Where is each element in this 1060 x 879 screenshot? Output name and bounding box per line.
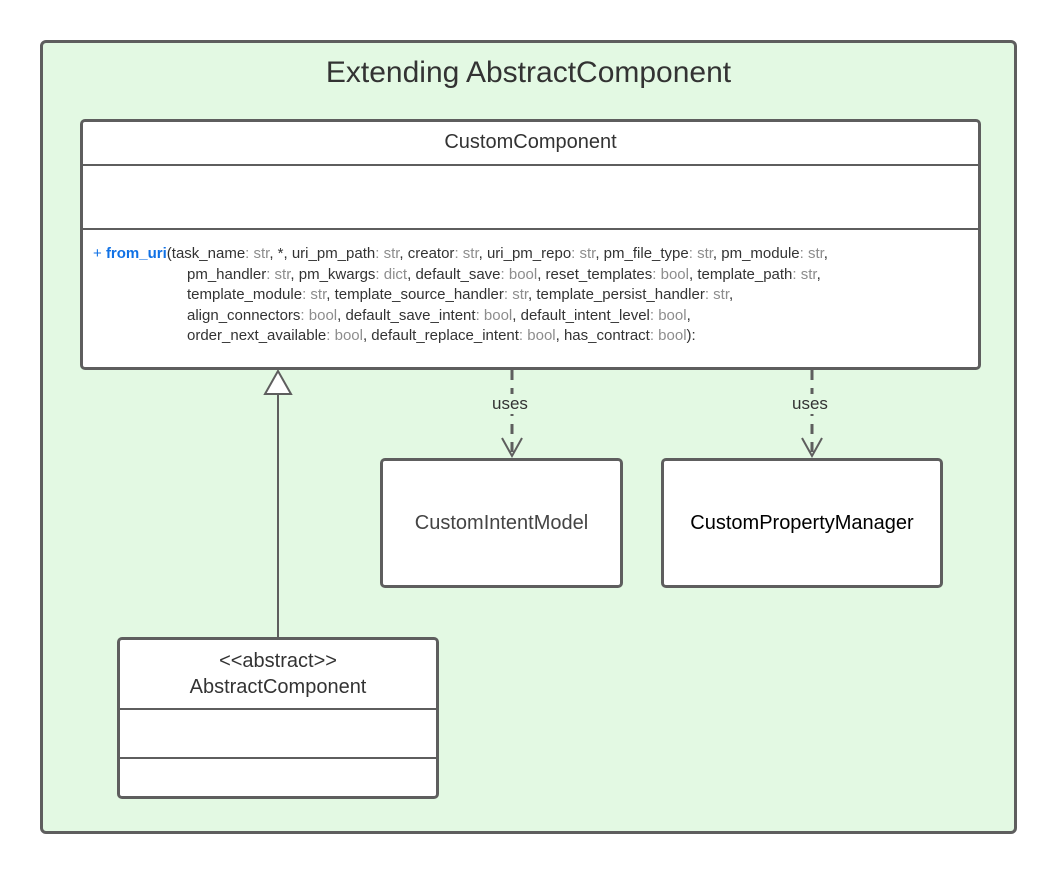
parameter-text: , <box>816 265 821 283</box>
parameter-type: : bool <box>300 306 338 324</box>
diagram-title: Extending AbstractComponent <box>325 56 732 89</box>
parameter-type: : str <box>375 245 400 262</box>
parameter-type: : bool <box>649 327 687 344</box>
parameter-type: : str <box>704 286 729 303</box>
parameter-text: , reset_templates <box>537 265 653 283</box>
parameter-type: : bool <box>500 265 538 283</box>
parameter-type: : bool <box>475 306 513 324</box>
parameter-type: : str <box>454 245 479 262</box>
operations-compartment <box>120 757 436 796</box>
parameter-text: , template_persist_handler <box>528 286 705 303</box>
parameter-type: : str <box>266 265 291 283</box>
dependency-arrowhead-property <box>801 437 823 459</box>
parameter-text: , has_contract <box>555 327 650 344</box>
parameter-text: , default_save <box>407 265 501 283</box>
parameter-type: : str <box>792 265 817 283</box>
parameter-type: : str <box>245 245 270 262</box>
parameter-text: , template_path <box>688 265 793 283</box>
parameter-type: : bool <box>652 265 689 283</box>
operations-compartment: + from_uri(task_name: str, *, uri_pm_pat… <box>83 228 978 347</box>
class-abstract-component[interactable]: <<abstract>> AbstractComponent <box>117 637 439 799</box>
parameter-type: : str <box>688 245 713 262</box>
parameter-text: , creator <box>399 245 455 262</box>
parameter-list: order_next_available: bool, default_repl… <box>93 326 968 347</box>
dependency-arrowhead-intent <box>501 437 523 459</box>
parameter-text: , default_replace_intent <box>362 327 519 344</box>
class-custom-intent-model[interactable]: CustomIntentModel <box>380 458 623 588</box>
attributes-compartment <box>120 708 436 757</box>
stereotype-label: <<abstract>> <box>219 650 337 672</box>
parameter-type: : bool <box>326 327 363 344</box>
class-custom-property-manager[interactable]: CustomPropertyManager <box>661 458 943 588</box>
parameter-text: , pm_module <box>712 245 800 262</box>
parameter-text: ): <box>686 327 696 344</box>
class-name: AbstractComponent <box>189 676 367 698</box>
visibility-marker: + <box>93 245 102 262</box>
parameter-text: , default_intent_level <box>512 306 650 324</box>
parameter-text: , *, uri_pm_path <box>269 245 376 262</box>
class-name: CustomComponent <box>444 131 617 153</box>
uses-label-property: uses <box>790 394 830 414</box>
parameter-type: : str <box>503 286 529 303</box>
parameter-type: : dict <box>375 265 408 283</box>
parameter-text: , <box>686 306 691 324</box>
parameter-list: align_connectors: bool, default_save_int… <box>93 306 968 327</box>
parameter-text: , pm_kwargs <box>290 265 376 283</box>
parameter-text: , <box>823 245 828 262</box>
uses-label-intent: uses <box>490 394 530 414</box>
class-header: <<abstract>> AbstractComponent <box>120 640 436 708</box>
class-custom-component[interactable]: CustomComponent + from_uri(task_name: st… <box>80 119 981 370</box>
parameter-type: : str <box>302 286 327 303</box>
parameter-type: : bool <box>518 327 556 344</box>
parameter-text: order_next_available <box>187 327 327 344</box>
class-name: CustomPropertyManager <box>690 511 914 534</box>
parameter-list: template_module: str, template_source_ha… <box>93 285 968 306</box>
parameter-text: , pm_file_type <box>595 245 689 262</box>
operation-name: from_uri <box>105 245 167 262</box>
class-name: CustomIntentModel <box>414 511 589 534</box>
parameter-text: template_module <box>187 286 303 303</box>
parameter-text: align_connectors <box>187 306 301 324</box>
parameter-text: , <box>729 286 734 303</box>
parameter-text: pm_handler <box>187 265 267 283</box>
parameter-type: : str <box>799 245 824 262</box>
parameter-text: ( <box>166 245 172 262</box>
parameter-text: task_name <box>171 245 246 262</box>
parameter-list: pm_handler: str, pm_kwargs: dict, defaul… <box>93 265 968 286</box>
parameter-list: (task_name: str, *, uri_pm_path: str, cr… <box>167 245 828 262</box>
parameter-text: , template_source_handler <box>326 286 504 303</box>
parameter-text: , uri_pm_repo <box>478 245 572 262</box>
operation-signature-line: + from_uri(task_name: str, *, uri_pm_pat… <box>93 244 968 265</box>
parameter-text: , default_save_intent <box>337 306 476 324</box>
parameter-type: : bool <box>649 306 687 324</box>
attributes-compartment <box>83 164 978 228</box>
parameter-type: : str <box>571 245 596 262</box>
generalization-arrowhead <box>263 368 293 395</box>
